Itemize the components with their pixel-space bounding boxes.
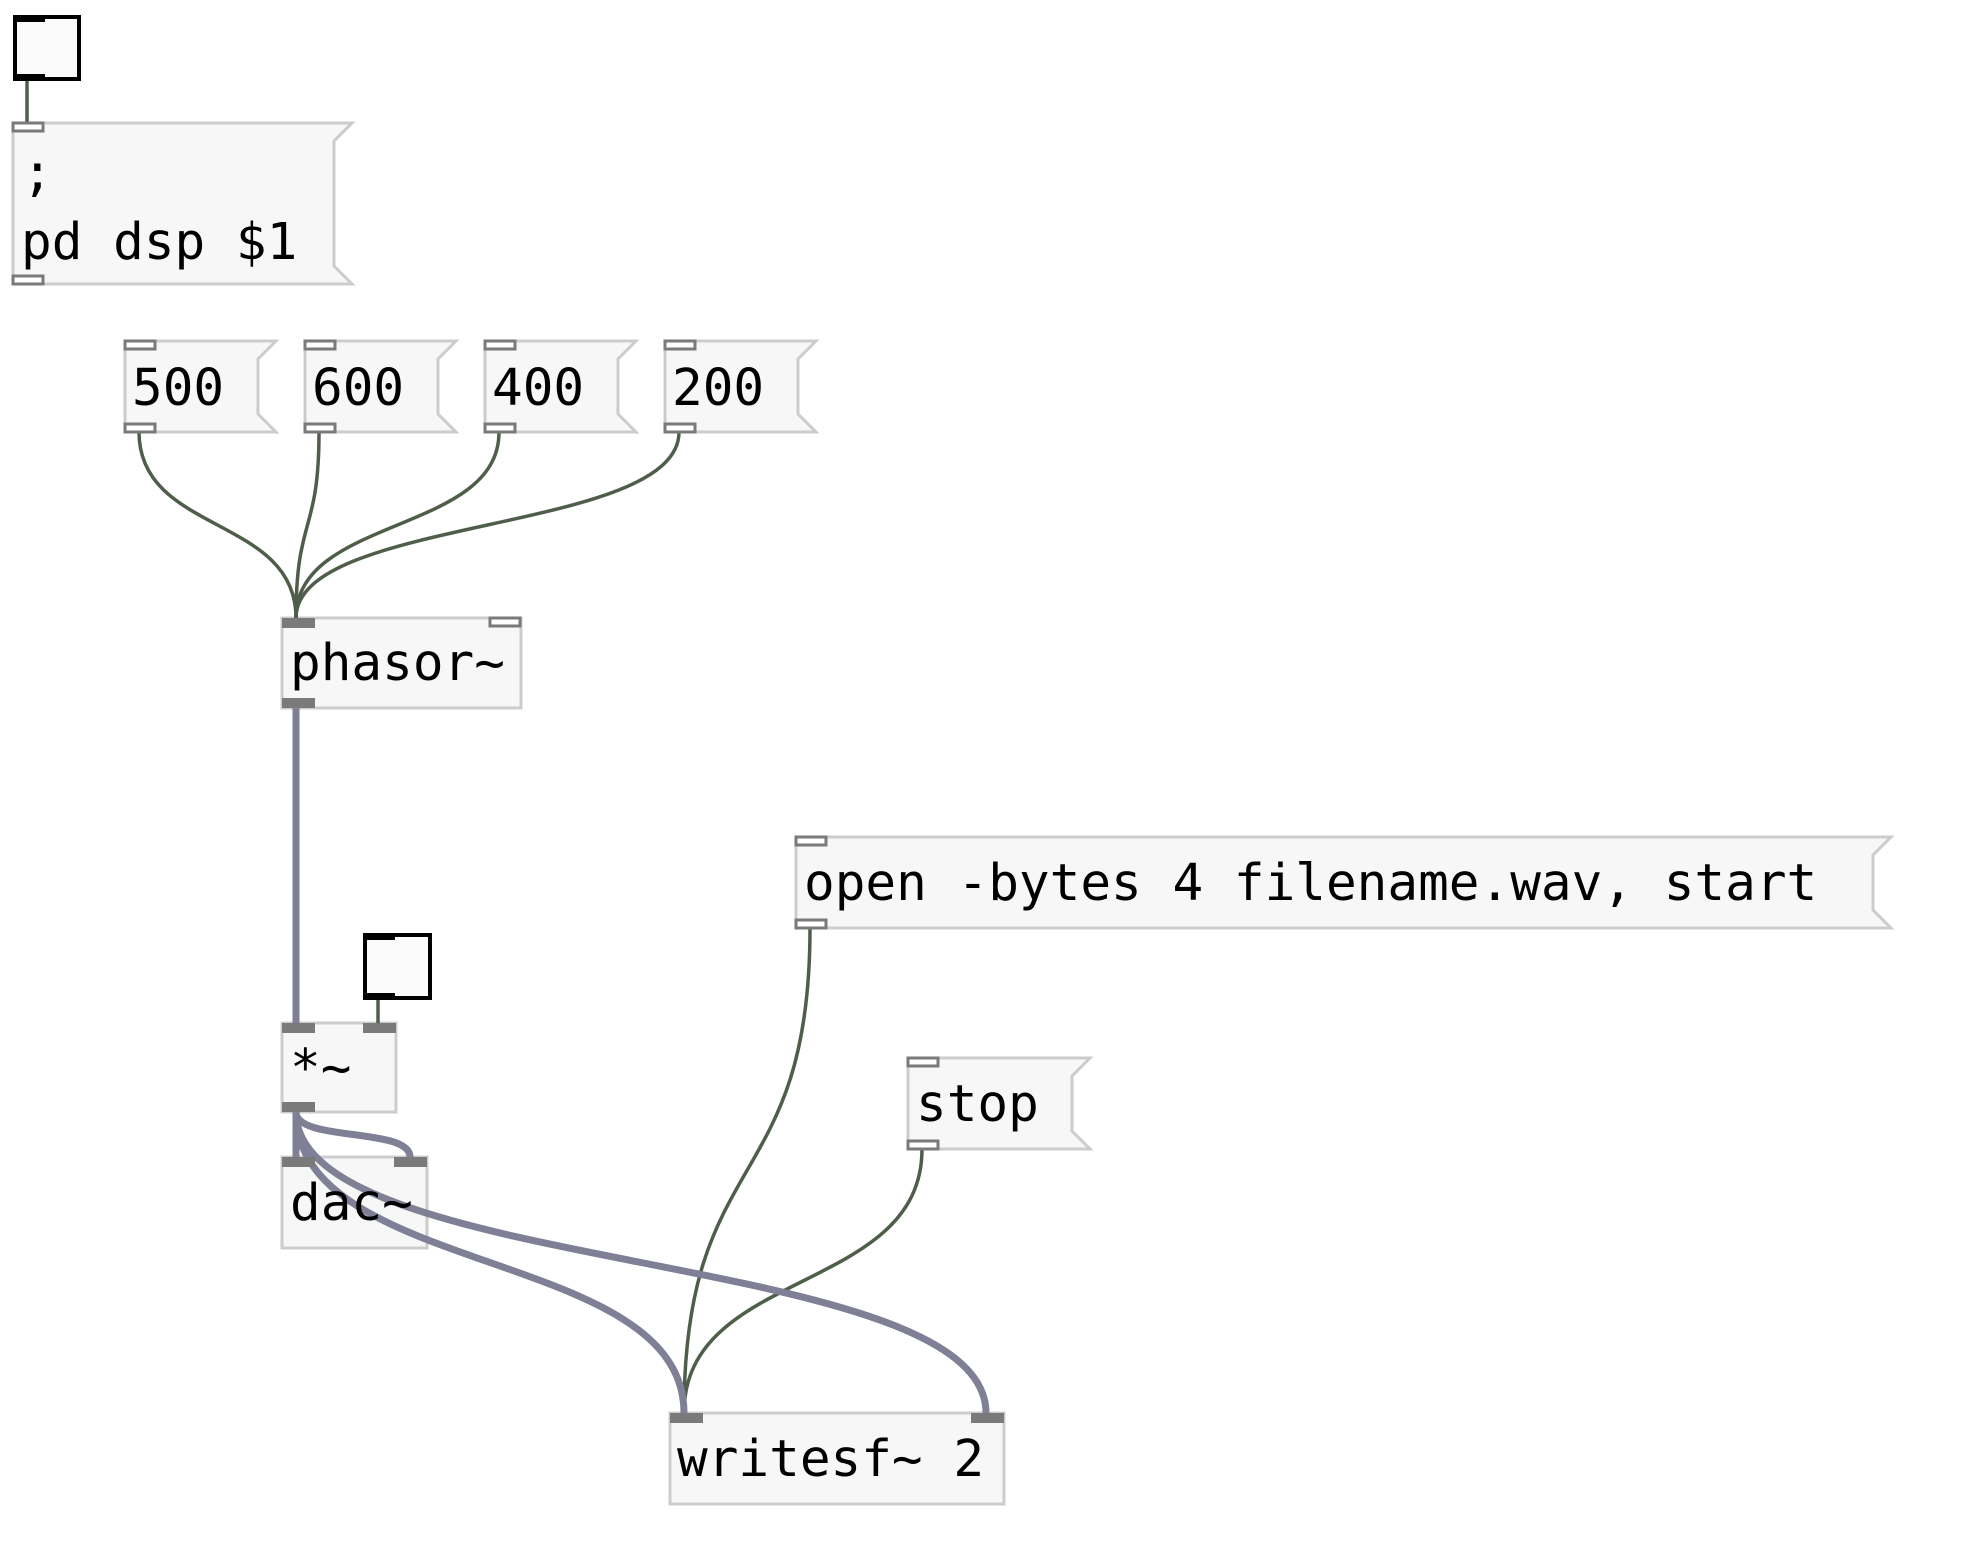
cord-400-to-phasor [294, 431, 501, 619]
gain-toggle[interactable] [363, 933, 432, 1000]
multiply-label: *~ [290, 1039, 351, 1098]
stop-message-box-outlet [906, 1139, 940, 1151]
dsp-toggle-inlet [13, 15, 45, 22]
msg-500-box-outlet [123, 422, 157, 434]
cord-multiply-to-dac-right [292, 1111, 414, 1158]
cord-multiply-to-writesf-right [292, 1111, 990, 1414]
writesf-object[interactable] [668, 1411, 1006, 1506]
msg-200-box-outlet [663, 422, 697, 434]
open-message-label: open -bytes 4 filename.wav, start [804, 854, 1817, 913]
phasor-inlet-right [488, 616, 522, 628]
msg-200-box-inlet [663, 339, 697, 351]
dac-label: dac~ [290, 1174, 413, 1233]
cord-600-to-phasor [294, 431, 321, 619]
msg-600-box-outlet [303, 422, 337, 434]
dsp-message-line2: pd dsp $1 [21, 213, 297, 272]
cord-multiply-to-writesf-left [292, 1111, 688, 1414]
dsp-message-line1: ; [22, 144, 53, 203]
multiply-object[interactable] [280, 1021, 398, 1114]
dsp-message-box-inlet [11, 121, 45, 133]
stop-message-box-inlet [906, 1056, 940, 1068]
stop-message-label: stop [916, 1075, 1039, 1134]
dsp-message-box-outlet [11, 274, 45, 286]
phasor-inlet-left [282, 618, 315, 628]
phasor-object[interactable] [280, 616, 523, 710]
writesf-label: writesf~ 2 [677, 1430, 984, 1489]
msg-600-label: 600 [312, 359, 404, 418]
multiply-inlet-left [282, 1023, 315, 1033]
dac-inlet-right [394, 1157, 427, 1167]
cord-open-to-writesf [682, 927, 812, 1414]
dsp-toggle-outlet [13, 74, 45, 81]
cord-200-to-phasor [294, 431, 681, 619]
msg-400-box-inlet [483, 339, 517, 351]
writesf-inlet-right [971, 1413, 1004, 1423]
msg-400-box-outlet [483, 422, 517, 434]
gain-toggle-inlet [363, 933, 395, 940]
msg-500-label: 500 [132, 359, 224, 418]
phasor-outlet [282, 698, 315, 708]
open-message-box-inlet [794, 835, 828, 847]
writesf-inlet-left [670, 1413, 703, 1423]
cord-stop-to-writesf [682, 1148, 924, 1414]
open-message-box-outlet [794, 918, 828, 930]
multiply-inlet-right [363, 1023, 396, 1033]
gain-toggle-outlet [363, 993, 395, 1000]
phasor-label: phasor~ [290, 634, 505, 693]
multiply-outlet [282, 1102, 315, 1112]
msg-600-box-inlet [303, 339, 337, 351]
msg-400-label: 400 [492, 359, 584, 418]
dac-inlet-left [282, 1157, 315, 1167]
cord-500-to-phasor [137, 431, 298, 619]
msg-200-label: 200 [672, 359, 764, 418]
dsp-toggle[interactable] [13, 15, 81, 81]
msg-500-box-inlet [123, 339, 157, 351]
